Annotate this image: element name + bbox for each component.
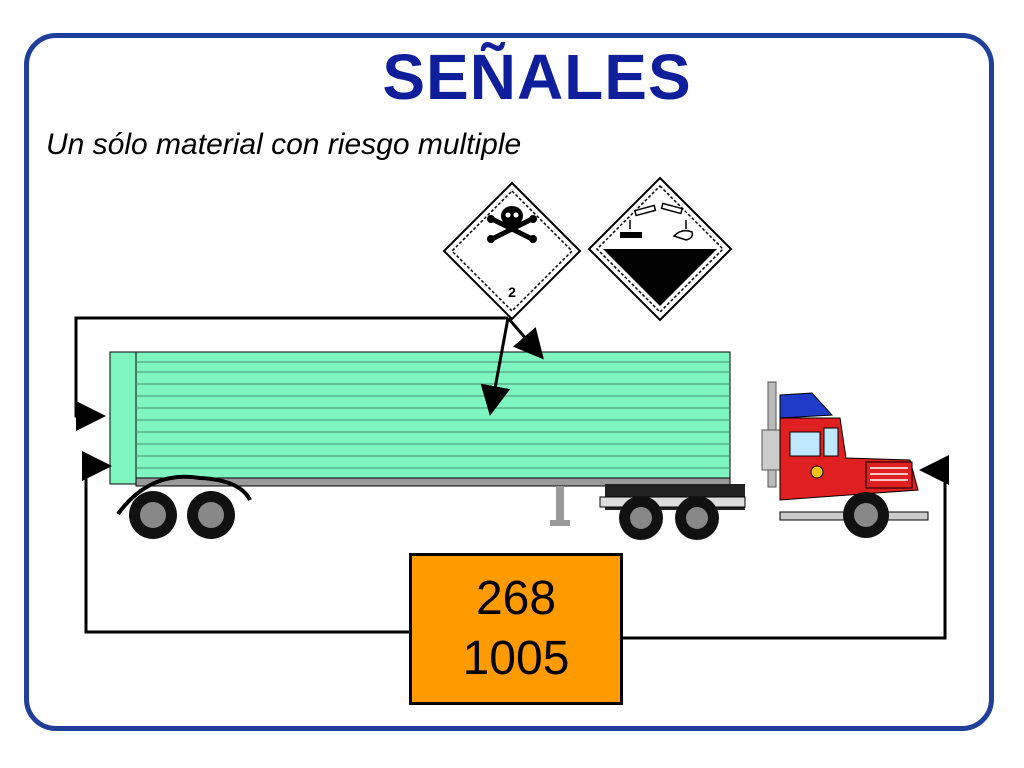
trailer-wheels [129,491,235,539]
placard-arrows [74,316,544,431]
toxic-gas-placard: 2 [442,181,582,321]
skull-crossbones-icon [487,206,537,243]
un-number: 1005 [462,632,570,685]
corrosive-placard [587,176,733,322]
corrosive-icon [620,202,694,241]
placard-class-number: 2 [508,284,516,300]
un-number-panel: 268 1005 [409,553,623,705]
slide-subtitle: Un sólo material con riesgo multiple [46,128,522,161]
truck-wheels [619,492,889,540]
slide-title: SEÑALES [382,41,692,113]
panel-arrows [82,451,949,640]
trailer [109,351,731,526]
hazard-identification-number: 268 [475,572,557,625]
